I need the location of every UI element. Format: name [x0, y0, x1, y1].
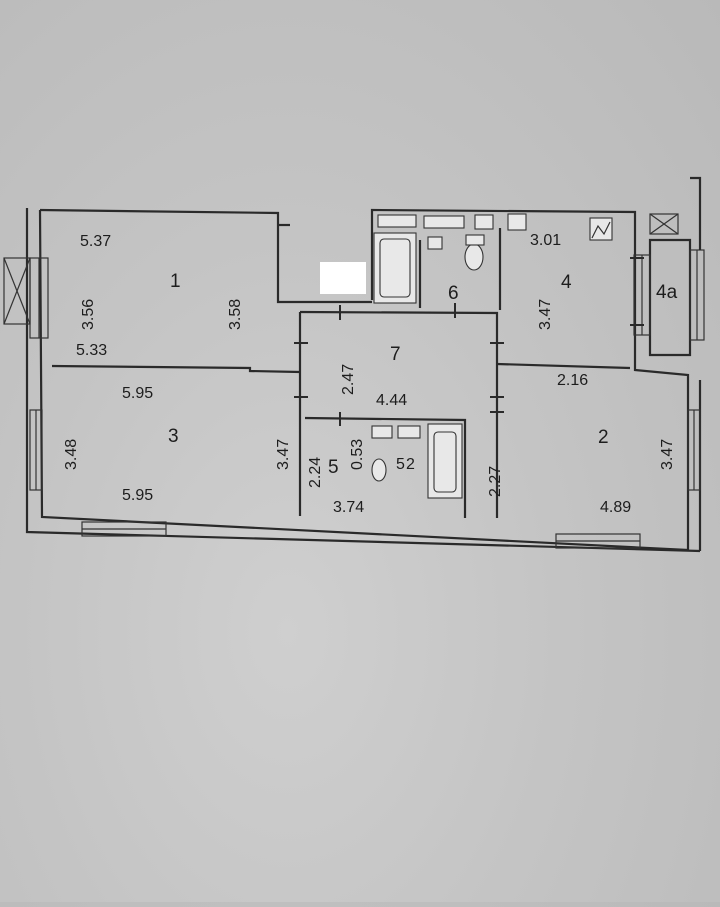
room-7-number: 7	[390, 344, 401, 365]
redaction-box	[320, 262, 366, 294]
room-5-dim-mid: 0.53	[349, 439, 366, 470]
room-3-dim-left: 3.48	[63, 439, 80, 470]
room-3-dim-top: 5.95	[122, 385, 153, 402]
room-4-dim-top: 3.01	[530, 232, 561, 249]
room-4a-number: 4а	[656, 282, 678, 303]
room-7-dim-bottom: 4.44	[376, 392, 407, 409]
room-6-number: 6	[448, 283, 459, 304]
room-3-dim-bottom: 5.95	[122, 487, 153, 504]
room-2-dim-left: 2.27	[487, 466, 504, 497]
room-7-dim-left: 2.47	[340, 364, 357, 395]
room-2-dim-bottom: 4.89	[600, 499, 631, 516]
room-1-dim-top: 5.37	[80, 233, 111, 250]
windows	[29, 249, 705, 549]
room-4-dim-left: 3.47	[537, 299, 554, 330]
room-1-number: 1	[170, 271, 181, 292]
sanitary-fixtures	[371, 213, 613, 499]
room-4-number: 4	[561, 272, 572, 293]
room-5-2-label-a: 5	[396, 456, 405, 473]
door-ticks	[294, 257, 644, 426]
room-2-number: 2	[598, 427, 609, 448]
room-2-dim-top: 2.16	[557, 372, 588, 389]
room-1-dim-left: 3.56	[80, 299, 97, 330]
room-1-dim-right: 3.58	[227, 299, 244, 330]
room-5-number: 5	[328, 457, 339, 478]
room-3-dim-right: 3.47	[275, 439, 292, 470]
vent-boxes	[3, 176, 702, 325]
room-3-number: 3	[168, 426, 179, 447]
room-5-dim-bottom: 3.74	[333, 499, 364, 516]
room-5-2-label-b: 2	[406, 456, 415, 473]
room-5-dim-left: 2.24	[307, 457, 324, 488]
room-2-dim-right: 3.47	[659, 439, 676, 470]
room-1-dim-bottom: 5.33	[76, 342, 107, 359]
